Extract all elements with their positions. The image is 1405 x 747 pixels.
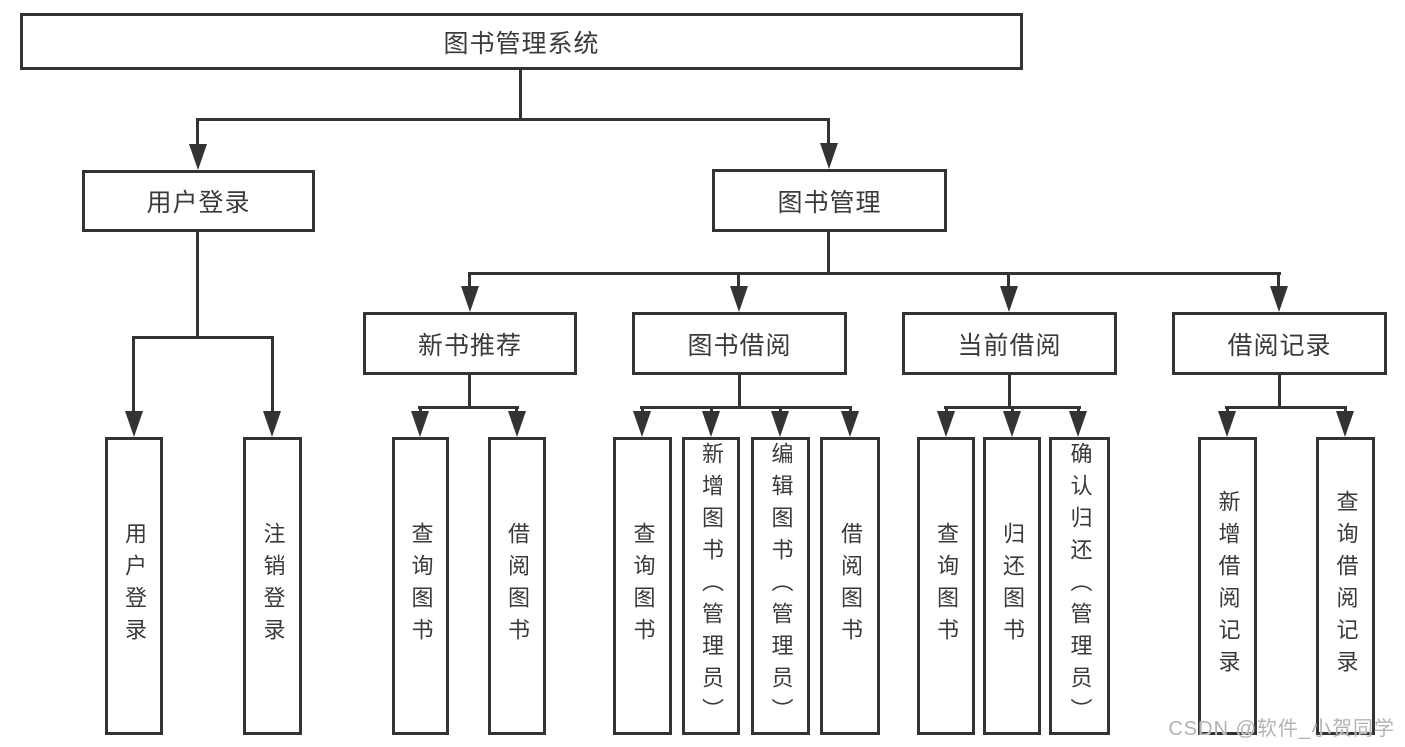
leaf-newbook-query-books: 查询图书 [392,437,449,735]
arrow-down-icon [702,411,720,437]
arrow-down-icon [820,143,838,169]
arrow-down-icon [263,411,281,437]
leaf-current-query-books: 查询图书 [917,437,975,735]
leaf-borrow-add-books-admin: 新增图书（管理员） [682,437,740,735]
connector-line [132,336,274,339]
connector-line [849,406,852,414]
connector-line [737,272,740,288]
arrow-down-icon [1000,286,1018,312]
arrow-down-icon [461,286,479,312]
leaf-newbook-borrow-books: 借阅图书 [488,437,546,735]
arrow-down-icon [1218,411,1236,437]
arrow-down-icon [1270,286,1288,312]
leaf-borrow-edit-books-admin: 编辑图书（管理员） [751,437,810,735]
connector-line [132,336,135,413]
connector-line [779,406,782,414]
connector-line [1008,373,1011,409]
connector-line [419,406,422,414]
arrow-down-icon [937,411,955,437]
connector-line [468,272,1281,275]
node-book-borrowing: 图书借阅 [632,312,847,375]
connector-line [1278,373,1281,409]
connector-line [945,406,948,414]
connector-line [710,406,713,414]
leaf-current-confirm-return-admin: 确认归还（管理员） [1049,437,1110,735]
csdn-watermark: CSDN @软件_小贺同学 [1168,718,1395,740]
connector-line [1226,406,1229,414]
connector-line [196,230,199,336]
connector-line [271,336,274,413]
connector-line [1077,406,1080,414]
connector-line [519,69,522,118]
leaf-borrow-query-books: 查询图书 [613,437,672,735]
connector-line [1011,406,1014,414]
connector-line [468,272,471,288]
leaf-user-login: 用户登录 [105,437,163,735]
node-user-login: 用户登录 [82,170,315,232]
connector-line [1007,272,1010,288]
connector-line [1344,406,1347,414]
connector-line [1225,406,1347,409]
arrow-down-icon [841,411,859,437]
connector-line [196,118,199,146]
connector-line [418,406,519,409]
leaf-record-add-borrow-record: 新增借阅记录 [1198,437,1257,735]
arrow-down-icon [508,411,526,437]
connector-line [1277,272,1280,288]
leaf-record-query-borrow-record: 查询借阅记录 [1316,437,1375,735]
node-book-management: 图书管理 [712,169,947,232]
node-borrowing-records: 借阅记录 [1172,312,1387,375]
arrow-down-icon [125,411,143,437]
arrow-down-icon [189,144,207,170]
connector-line [468,373,471,409]
arrow-down-icon [730,286,748,312]
connector-line [640,406,852,409]
connector-line [827,118,830,146]
arrow-down-icon [1336,411,1354,437]
arrow-down-icon [1003,411,1021,437]
arrow-down-icon [411,411,429,437]
node-library-management-system: 图书管理系统 [20,13,1023,70]
connector-line [515,406,518,414]
arrow-down-icon [1069,411,1087,437]
connector-line [196,118,830,121]
leaf-current-return-books: 归还图书 [983,437,1041,735]
arrow-down-icon [771,411,789,437]
leaf-borrow-borrow-books: 借阅图书 [820,437,880,735]
node-new-book-recommend: 新书推荐 [363,312,577,375]
connector-line [827,230,830,272]
leaf-logout: 注销登录 [243,437,302,735]
connector-line [641,406,644,414]
node-current-borrowing: 当前借阅 [902,312,1117,375]
arrow-down-icon [633,411,651,437]
connector-line [738,373,741,409]
